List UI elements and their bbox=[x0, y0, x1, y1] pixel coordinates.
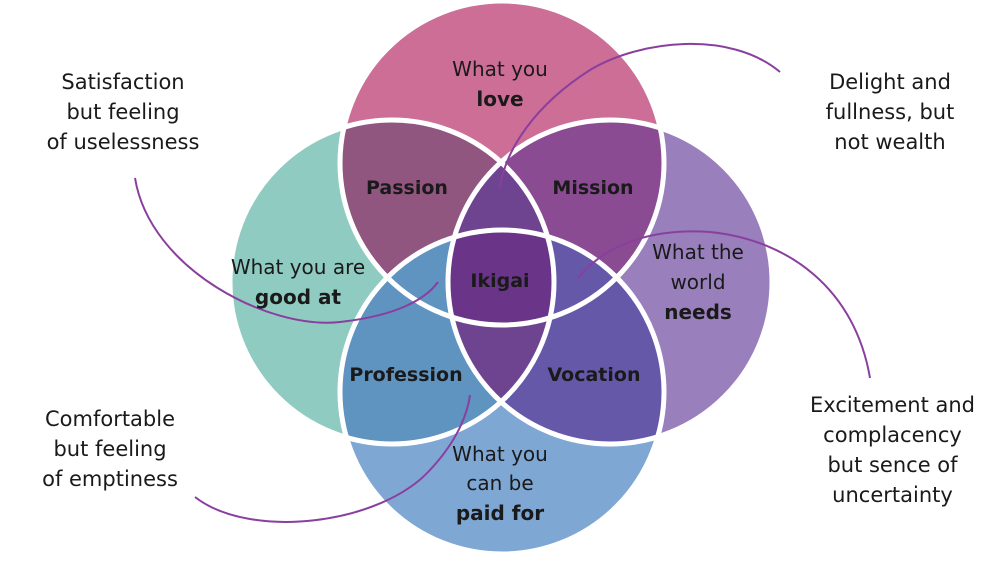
note-bottom-left-line: Comfortable bbox=[44, 407, 176, 431]
note-top-left-line: of uselessness bbox=[46, 130, 200, 154]
note-top-left-line: but feeling bbox=[66, 100, 180, 124]
note-bottom-left: Comfortable but feeling of emptiness bbox=[10, 404, 210, 494]
love-label-line2: love bbox=[476, 87, 523, 111]
note-bottom-left-line: but feeling bbox=[53, 437, 167, 461]
note-top-right: Delight and fullness, but not wealth bbox=[790, 67, 990, 157]
connector-top-right bbox=[499, 42, 781, 189]
vocation-label: Vocation bbox=[548, 364, 641, 386]
note-bottom-right-line: Excitement and bbox=[810, 393, 975, 417]
note-top-right-line: Delight and bbox=[829, 70, 951, 94]
region-triple-bottom bbox=[448, 230, 554, 444]
note-bottom-right-line: but sence of bbox=[827, 453, 958, 477]
world-needs-label-line2: world bbox=[670, 270, 725, 294]
connector-bottom-left bbox=[194, 394, 471, 523]
paid-for-label-line3: paid for bbox=[456, 501, 544, 525]
note-top-left-line: Satisfaction bbox=[61, 70, 185, 94]
good-at-label-line1: What you are bbox=[231, 255, 365, 279]
note-bottom-right: Excitement and complacency but sence of … bbox=[790, 390, 995, 510]
world-needs-label-line1: What the bbox=[652, 240, 744, 264]
good-at-label-line2: good at bbox=[255, 285, 342, 309]
love-label-line1: What you bbox=[452, 57, 548, 81]
paid-for-label-line2: can be bbox=[466, 471, 533, 495]
note-top-right-line: fullness, but bbox=[825, 100, 955, 124]
note-top-right-line: not wealth bbox=[834, 130, 946, 154]
ikigai-label: Ikigai bbox=[470, 270, 529, 292]
profession-label: Profession bbox=[349, 364, 462, 386]
passion-label: Passion bbox=[366, 177, 448, 199]
note-bottom-right-line: uncertainty bbox=[832, 483, 953, 507]
world-needs-label-line3: needs bbox=[664, 300, 732, 324]
note-top-left: Satisfaction but feeling of uselessness bbox=[18, 67, 228, 157]
note-bottom-right-line: complacency bbox=[823, 423, 962, 447]
mission-label: Mission bbox=[552, 177, 633, 199]
connector-bottom-right bbox=[577, 230, 871, 379]
note-bottom-left-line: of emptiness bbox=[42, 467, 178, 491]
paid-for-label-line1: What you bbox=[452, 442, 548, 466]
connector-top-left bbox=[134, 177, 439, 324]
